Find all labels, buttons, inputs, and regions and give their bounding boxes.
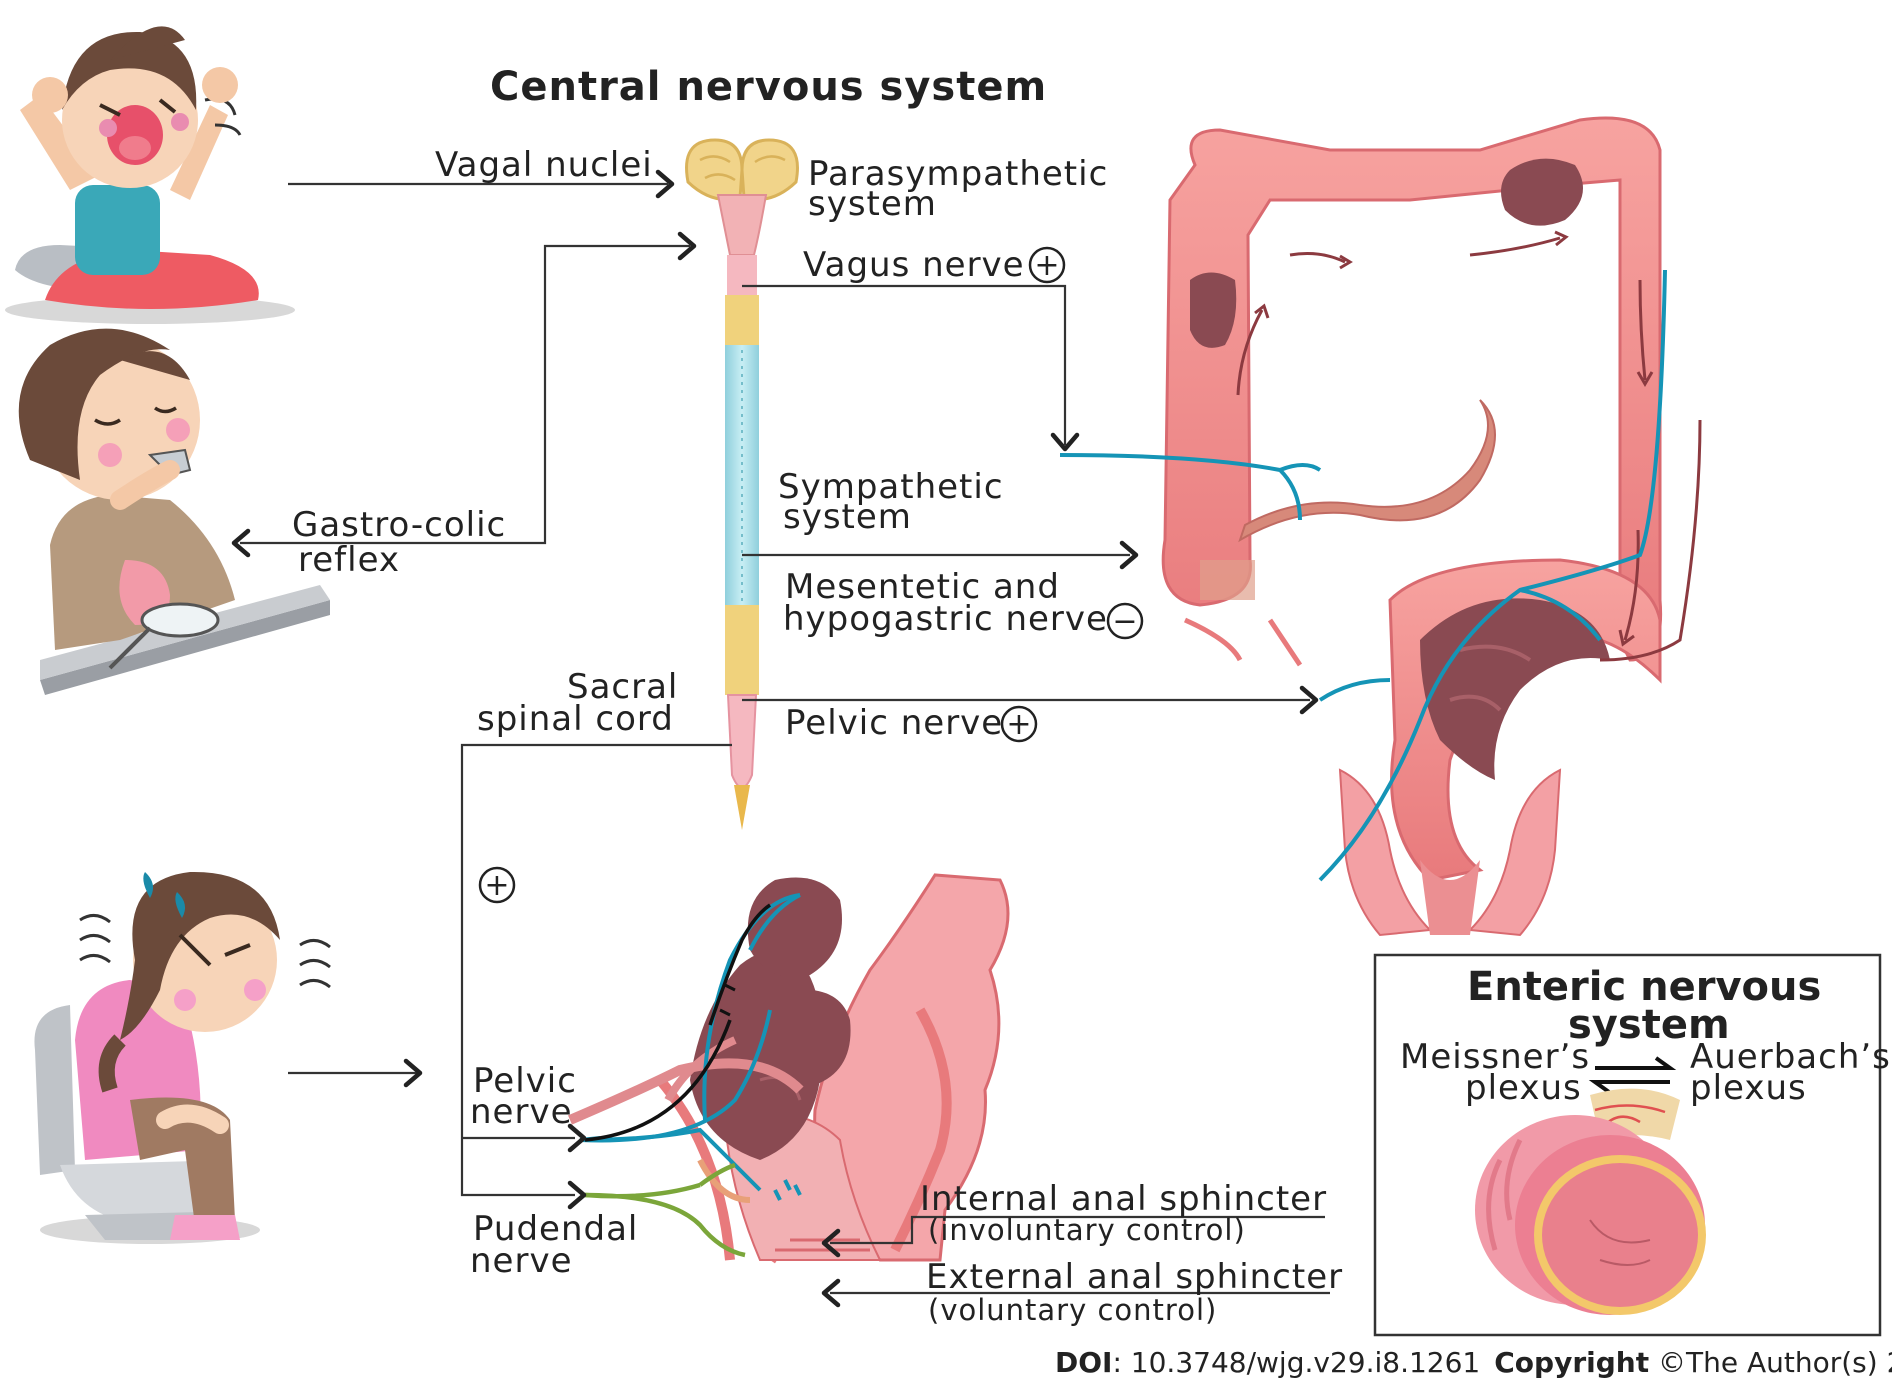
meissner-label-line1: Meissner’s (1400, 1037, 1590, 1077)
enteric-title-line2: system (1568, 1002, 1730, 1048)
internal-sphincter-arrowhead (821, 1228, 841, 1258)
gastro-colic-label-line2: reflex (298, 540, 400, 580)
brain-icon (685, 138, 799, 256)
pelvic-label-line1: Pelvic (473, 1061, 577, 1101)
sympathetic-label-line1: Sympathetic (778, 467, 1004, 507)
connectors (231, 169, 1330, 1308)
vagus-arrowhead (1050, 432, 1080, 452)
toilet-child-icon (34, 871, 331, 1244)
svg-text:−: − (1112, 604, 1137, 639)
doi-value: : 10.3748/wjg.v29.i8.1261 (1112, 1346, 1480, 1379)
meissner-label-line2: plexus (1465, 1068, 1582, 1108)
pelvic-top-arrowhead (1299, 685, 1319, 715)
svg-text:+: + (1034, 248, 1059, 283)
equilibrium-arrows-icon (1588, 1056, 1677, 1094)
yawning-child-icon (5, 26, 295, 324)
title: Central nervous system (490, 64, 1047, 110)
vagus-nerve-label: Vagus nerve (803, 245, 1025, 285)
parasympathetic-label-line1: Parasympathetic (808, 154, 1108, 194)
vagal-nuclei-label: Vagal nuclei (435, 145, 653, 185)
auerbach-label-line1: Auerbach’s (1690, 1037, 1891, 1077)
enteric-nervous-system-box: Enteric nervous system Meissner’s plexus… (1373, 953, 1891, 1337)
pelvic-nerve-top-label: Pelvic nerve (785, 703, 1003, 743)
pudendal-label-line2: nerve (470, 1241, 572, 1281)
enteric-title-line1: Enteric nervous (1467, 964, 1821, 1010)
signs: + − + + (478, 246, 1144, 904)
defecation-arrowhead (403, 1058, 423, 1088)
pudendal-label-line1: Pudendal (473, 1209, 638, 1249)
pudendal-arrowhead (567, 1180, 587, 1210)
spinal-cord-icon (725, 255, 759, 830)
internal-sphincter-control: (involuntary control) (928, 1213, 1246, 1247)
external-sphincter-arrowhead (821, 1278, 841, 1308)
svg-text:+: + (484, 868, 509, 903)
sacral-plus-sign: + (478, 866, 516, 904)
rectum-icon (568, 873, 1010, 1264)
sympathetic-arrowhead (1119, 540, 1139, 570)
mesentetic-label-line2: hypogastric nerve (783, 599, 1108, 639)
drinking-child-icon (18, 328, 330, 695)
internal-sphincter-label: Internal anal sphincter (920, 1179, 1327, 1219)
gastrocolic-arrowhead-child (231, 528, 251, 558)
enteric-section-icon (1475, 1088, 1706, 1315)
external-sphincter-label: External anal sphincter (926, 1257, 1343, 1297)
vagus-connector (742, 284, 1067, 445)
sacral-label-line1: Sacral (567, 667, 678, 707)
copyright-label: Copyright (1494, 1346, 1649, 1379)
mesentetic-label-line1: Mesentetic and (785, 567, 1060, 607)
colon-icon (1059, 116, 1702, 937)
pelvic-top-plus-sign: + (1000, 705, 1038, 743)
pelvic-label-line2: nerve (470, 1092, 572, 1132)
auerbach-label-line2: plexus (1690, 1068, 1807, 1108)
gastrocolic-arrowhead-brain (677, 231, 697, 261)
gastro-colic-label-line1: Gastro-colic (292, 505, 506, 545)
copyright-value: ©The Author(s) 2023. (1649, 1346, 1892, 1379)
sacral-label-line2: spinal cord (477, 699, 674, 739)
internal-sphincter-connector (830, 1215, 1325, 1245)
parasympathetic-label-line2: system (808, 184, 937, 224)
sympathetic-label-line2: system (783, 497, 912, 537)
vagal-arrowhead (655, 169, 675, 199)
gastrocolic-connector (240, 244, 690, 545)
vagus-plus-sign: + (1028, 246, 1066, 284)
svg-text:+: + (1006, 707, 1031, 742)
footer-citation: DOI: 10.3748/wjg.v29.i8.1261 Copyright ©T… (1055, 1346, 1892, 1379)
pelvic-lower-arrowhead (567, 1123, 587, 1153)
mesentetic-minus-sign: − (1106, 602, 1144, 640)
sacral-connector (460, 743, 732, 1197)
doi-label: DOI (1055, 1346, 1112, 1379)
labels: Vagal nuclei Parasympathetic system Vagu… (292, 145, 1343, 1327)
external-sphincter-control: (voluntary control) (928, 1293, 1217, 1327)
